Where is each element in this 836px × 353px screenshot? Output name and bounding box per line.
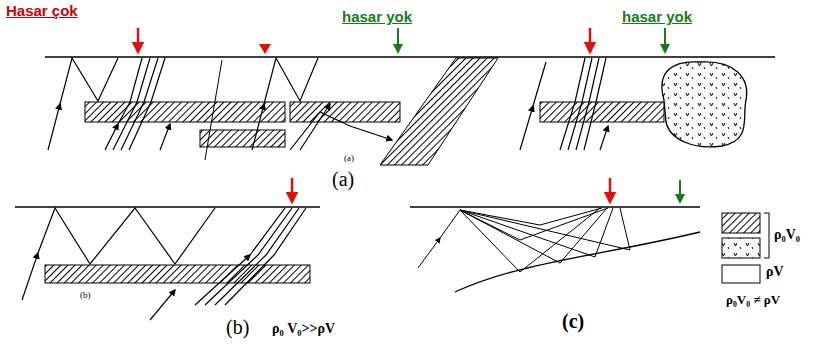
dense-layer	[85, 102, 285, 122]
panel-tag: (a)	[344, 153, 354, 163]
dense-layer	[290, 102, 400, 122]
panel-b	[15, 178, 320, 320]
panel-label: (c)	[562, 310, 584, 333]
seismic-rays	[418, 208, 630, 272]
impedance-note: ρ₀V₀ ≠ ρV	[726, 293, 780, 308]
curved-interface	[455, 232, 700, 292]
hatched-sample	[722, 213, 760, 233]
safe-note: hasar yok	[342, 8, 412, 25]
seismic-rays	[520, 58, 608, 150]
panel-a	[45, 28, 775, 165]
panel-tag: (b)	[80, 290, 91, 300]
dense-layer	[45, 265, 310, 283]
seismic-rays	[48, 58, 170, 150]
ground-surface	[15, 206, 320, 208]
safe-note: hasar yok	[622, 8, 692, 25]
legend-bracket	[764, 213, 769, 258]
safe-arrow	[679, 180, 681, 202]
seismic-rays	[252, 58, 392, 150]
seismic-rays	[22, 208, 306, 320]
ground-surface	[410, 206, 700, 208]
safe-arrow	[664, 28, 666, 52]
fault-line	[205, 60, 222, 160]
panel-label: (a)	[332, 168, 354, 191]
impedance-condition: ρ₀ V₀>>ρV	[272, 321, 335, 337]
legend-text: ρ₀V₀	[774, 227, 800, 243]
ground-surface	[45, 56, 775, 58]
safe-arrow	[397, 28, 399, 52]
damage-note: Hasar çok	[6, 2, 78, 19]
inclined-body	[380, 58, 498, 165]
legend-samples	[722, 213, 769, 283]
legend-text: ρV	[766, 264, 784, 280]
damage-arrow	[137, 28, 140, 52]
dense-layer	[540, 102, 664, 122]
damage-arrow	[609, 178, 612, 202]
damage-arrow	[291, 178, 294, 202]
dense-layer	[200, 130, 285, 147]
dotted-body	[662, 62, 747, 147]
plain-sample	[722, 265, 760, 283]
damage-marker	[259, 44, 271, 54]
damage-arrow	[589, 28, 592, 52]
panel-c	[410, 178, 700, 292]
panel-label: (b)	[226, 316, 249, 339]
dotted-sample	[722, 238, 760, 258]
